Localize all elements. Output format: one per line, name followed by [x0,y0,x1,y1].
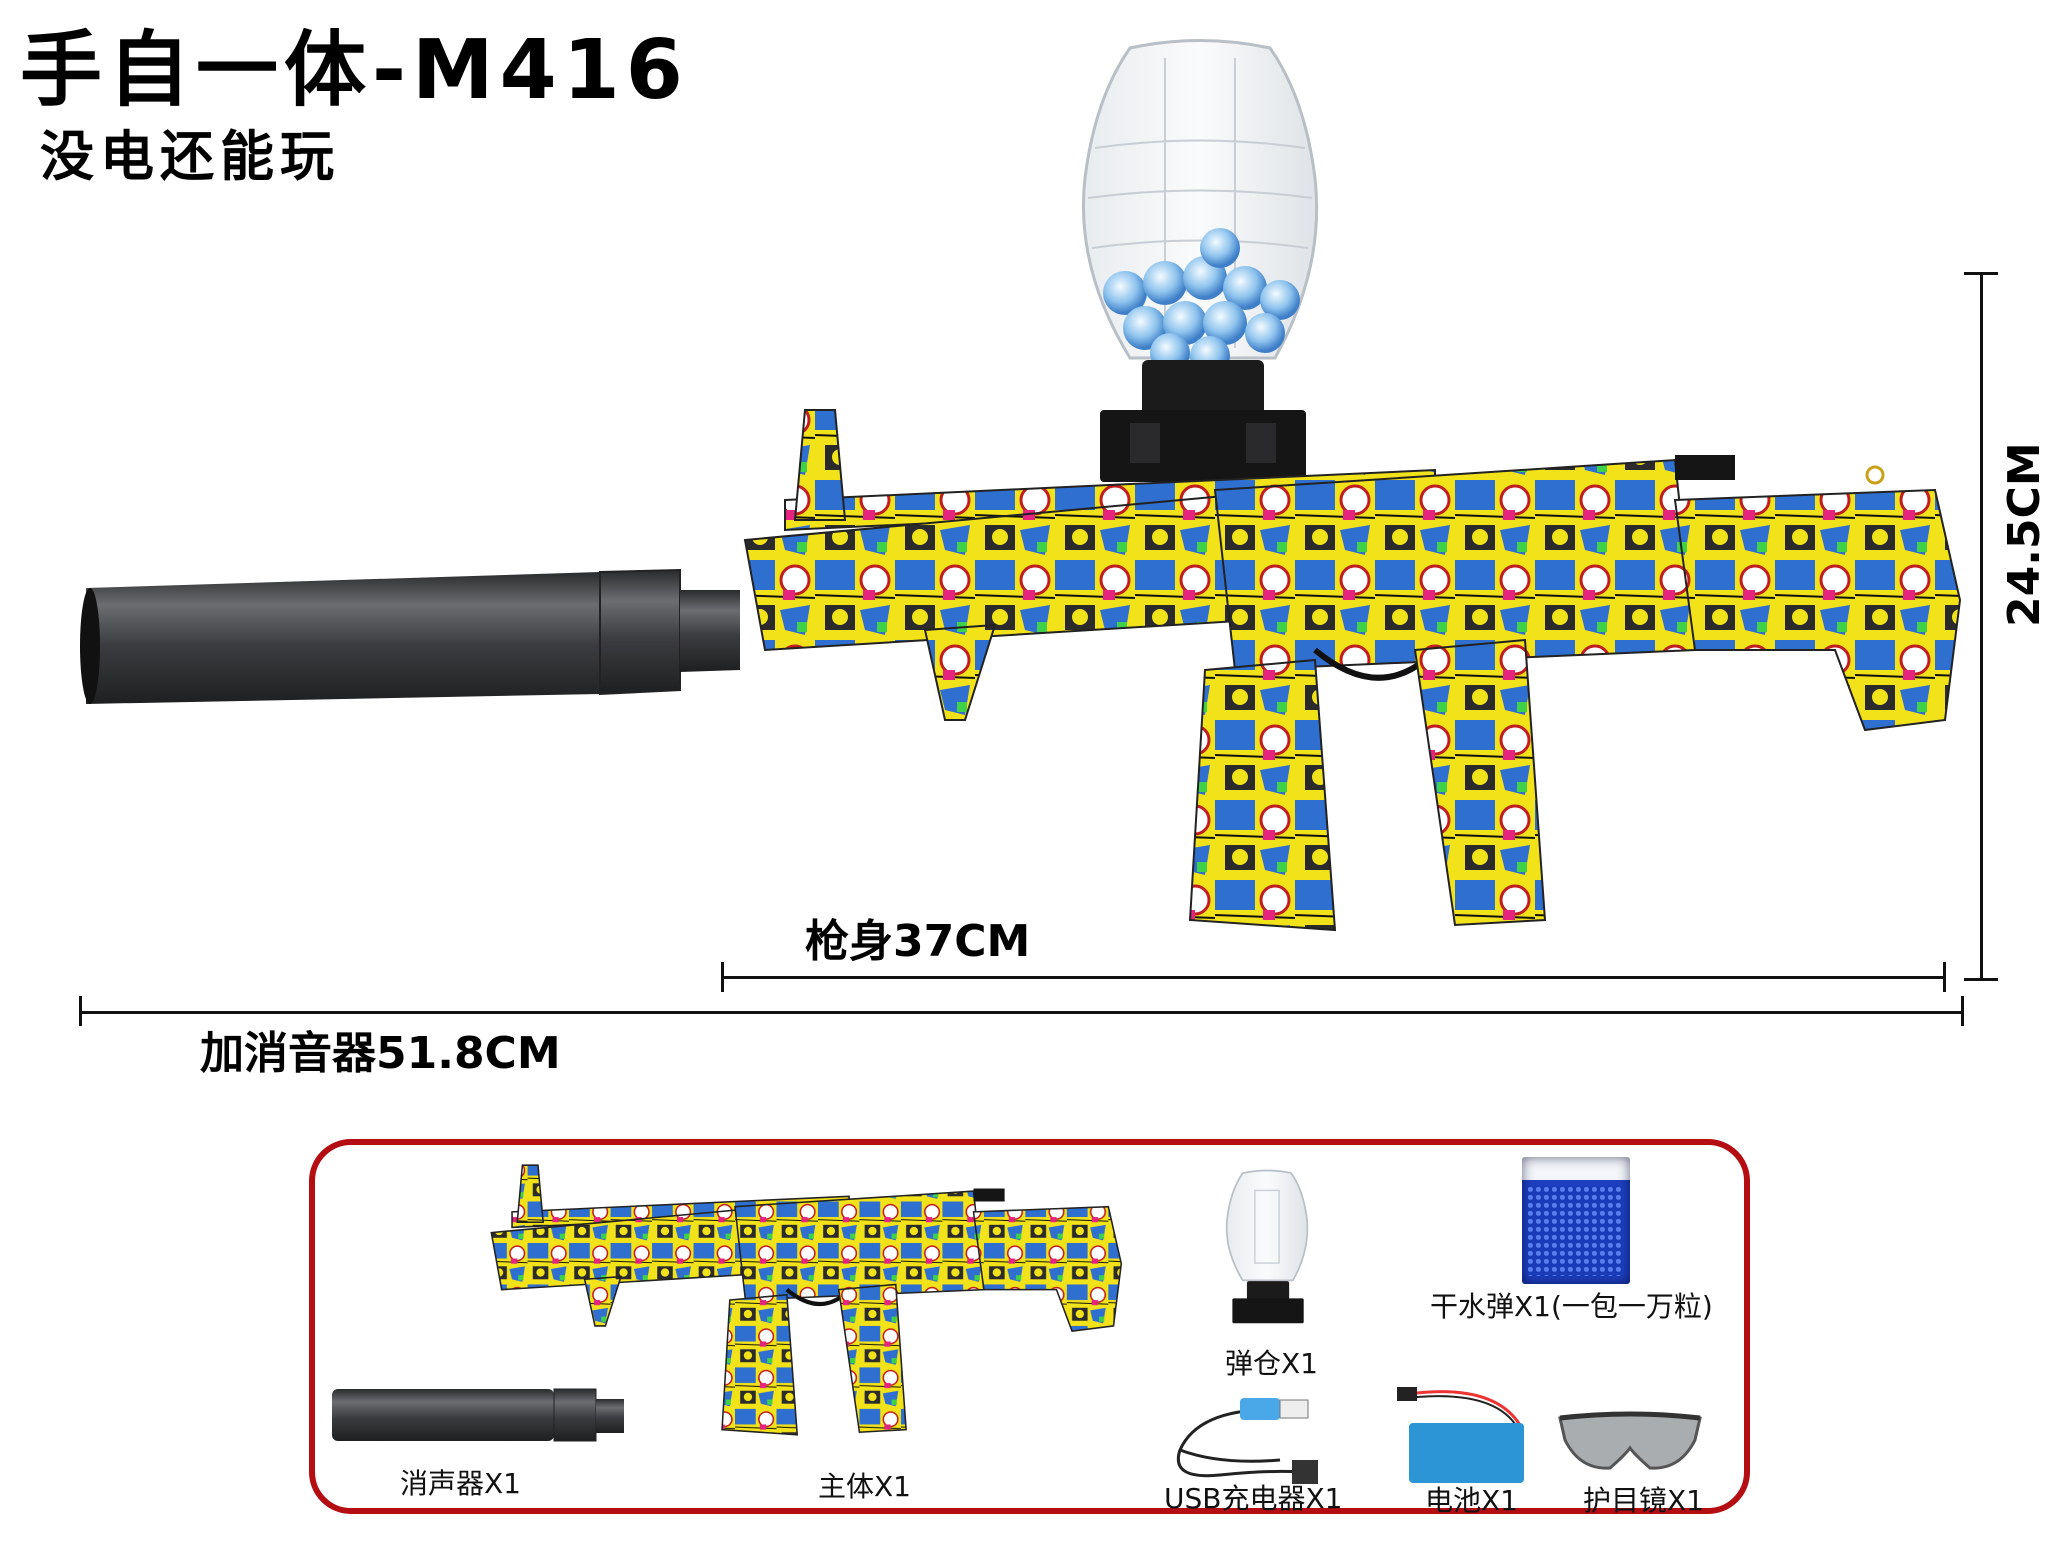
accessory-goggles-image [1555,1410,1705,1480]
gun-body-image [735,400,1965,940]
accessory-label-hopper: 弹仓X1 [1225,1347,1318,1380]
accessory-label-goggles: 护目镜X1 [1583,1484,1704,1517]
hopper-image [1070,38,1330,488]
accessory-battery-image [1395,1385,1535,1485]
body-length-label: 枪身37CM [805,916,1031,967]
accessory-label-battery: 电池X1 [1425,1484,1518,1517]
accessory-label-usb-charger: USB充电器X1 [1164,1482,1343,1515]
total-length-tick-right [1961,996,1964,1026]
body-length-line [722,976,1945,979]
suppressor-image [80,560,760,710]
body-length-tick-left [721,962,724,992]
body-length-tick-right [1943,962,1946,992]
accessory-gel-ball-pack-image [1522,1157,1630,1284]
accessories-box [309,1139,1750,1514]
height-tick-bottom [1964,978,1998,981]
height-line [1980,272,1983,980]
accessory-usb-charger-image [1160,1390,1335,1490]
total-length-tick-left [79,996,82,1026]
accessory-label-suppressor: 消声器X1 [400,1467,521,1500]
accessory-suppressor-image [330,1385,630,1445]
accessory-label-gun-body: 主体X1 [818,1470,911,1503]
product-title: 手自一体-M416 [20,23,689,118]
height-label: 24.5CM [1999,442,2050,627]
accessory-hopper-image [1222,1155,1312,1340]
accessory-label-gel-balls: 干水弹X1(一包一万粒) [1430,1290,1713,1323]
height-tick-top [1964,272,1998,275]
product-subtitle: 没电还能玩 [40,125,340,188]
total-length-line [80,1011,1963,1014]
total-length-label: 加消音器51.8CM [200,1028,561,1079]
gel-balls-texture [1528,1187,1624,1277]
accessory-gun-body-image [465,1160,1145,1440]
